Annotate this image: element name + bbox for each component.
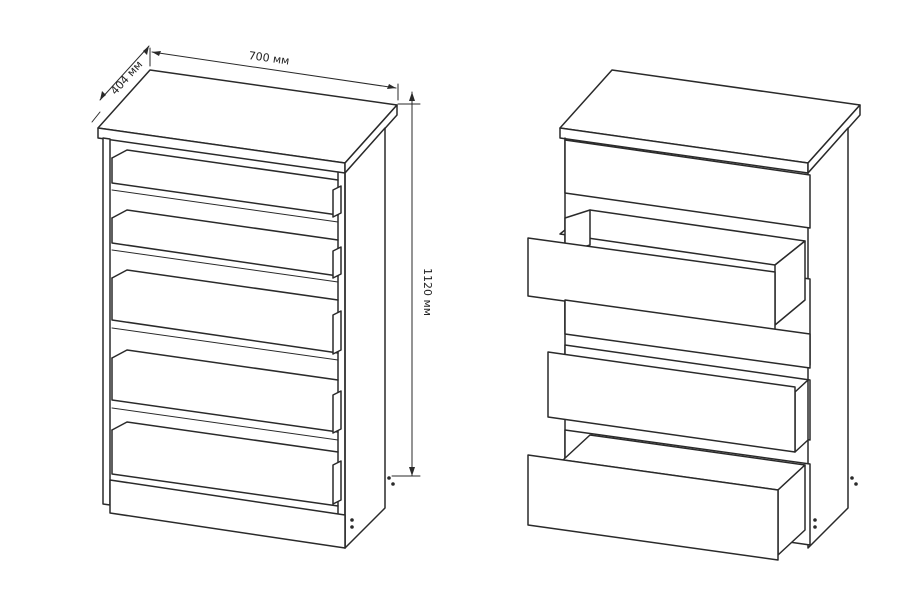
drawer-front-closed	[564, 139, 811, 229]
right-top-side-edge	[807, 104, 861, 174]
right-cabinet-view	[527, 69, 861, 561]
drawer-open	[527, 429, 811, 561]
dimension-height: 1120 мм	[391, 91, 434, 477]
left-front-post	[102, 137, 111, 506]
left-cabinet-view	[97, 69, 398, 549]
width-label: 700 мм	[248, 49, 291, 68]
drawer-front-closed	[564, 299, 811, 369]
drawer-open	[547, 344, 811, 453]
dimension-width: 700 мм	[149, 47, 399, 101]
drawer-slot	[111, 269, 342, 361]
drawer-slot	[111, 209, 342, 283]
height-label: 1120 мм	[421, 268, 434, 316]
left-top-side-edge	[344, 104, 398, 174]
drawer-slot	[111, 421, 342, 507]
drawer-slot	[111, 349, 342, 441]
drawer-slot	[111, 149, 342, 223]
left-side-panel	[344, 127, 386, 549]
left-plinth	[109, 479, 346, 549]
left-drawer-slots	[111, 149, 342, 507]
right-side-panel	[807, 127, 849, 549]
